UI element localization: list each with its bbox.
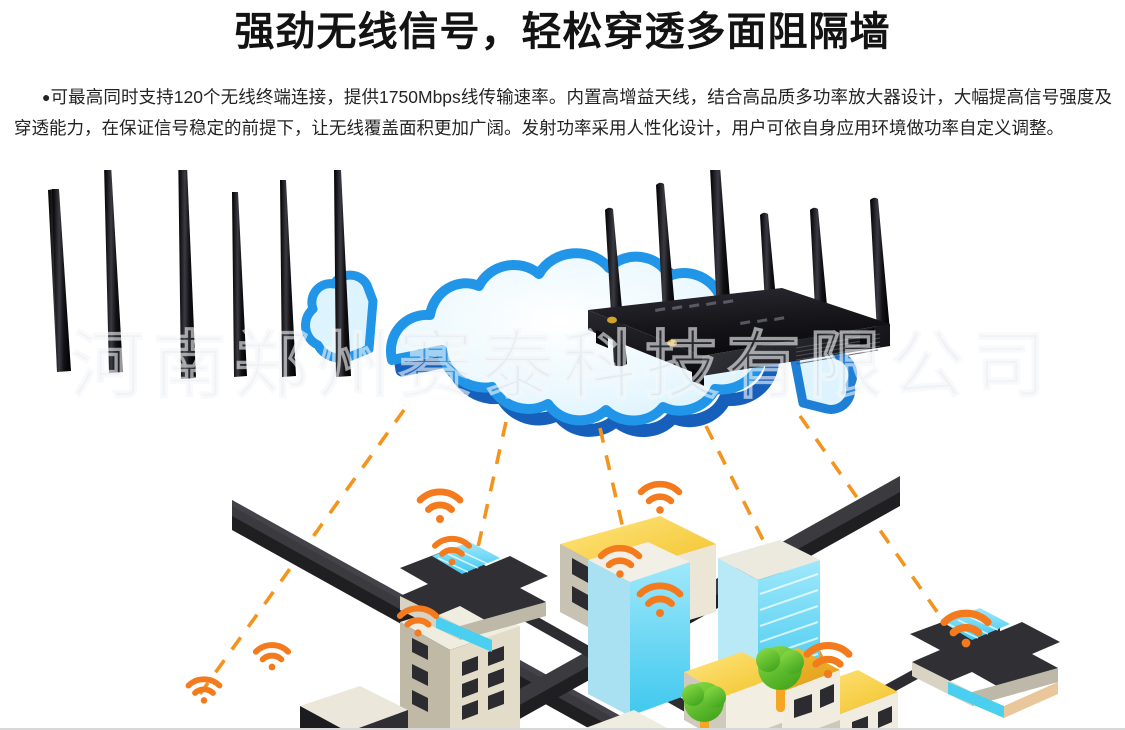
tree	[756, 646, 804, 712]
router-cloud-city-illustration	[0, 170, 1125, 730]
dashed-signal-link	[798, 414, 970, 658]
city-buildings	[300, 516, 1060, 730]
wifi-icon	[597, 544, 643, 578]
tree	[682, 682, 726, 730]
wifi-icon	[803, 642, 853, 679]
wifi-icon	[940, 609, 992, 648]
feature-description-text: 可最高同时支持120个无线终端连接，提供1750Mbps线传输速率。内置高增益天…	[14, 87, 1112, 138]
wifi-icon	[637, 480, 683, 514]
bullet-icon: ●	[42, 89, 51, 105]
router-antenna-group	[48, 170, 351, 379]
city-wifi-icons	[185, 480, 992, 704]
building-block-dark	[300, 686, 408, 730]
wifi-icon	[416, 488, 464, 523]
wifi-icon	[396, 605, 440, 637]
building-complex-cross	[400, 542, 548, 652]
page-bottom-divider	[0, 728, 1125, 730]
wifi-icon	[252, 642, 292, 671]
building-apartment-right	[580, 710, 671, 730]
wifi-icon	[185, 676, 223, 704]
building-tower-central	[588, 542, 690, 716]
building-midrise-beige	[400, 600, 520, 730]
wifi-icon	[636, 582, 684, 617]
wifi-icon	[431, 535, 473, 566]
router-led-row	[655, 299, 785, 325]
router-antenna-connectors	[607, 316, 677, 347]
feature-description: ●可最高同时支持120个无线终端连接，提供1750Mbps线传输速率。内置高增益…	[14, 82, 1112, 144]
router-chassis	[588, 288, 890, 386]
isometric-cityscape	[185, 476, 1060, 730]
page-title: 强劲无线信号，轻松穿透多面阻隔墙	[234, 10, 891, 54]
city-trees	[682, 646, 804, 730]
wireless-router	[48, 170, 890, 386]
